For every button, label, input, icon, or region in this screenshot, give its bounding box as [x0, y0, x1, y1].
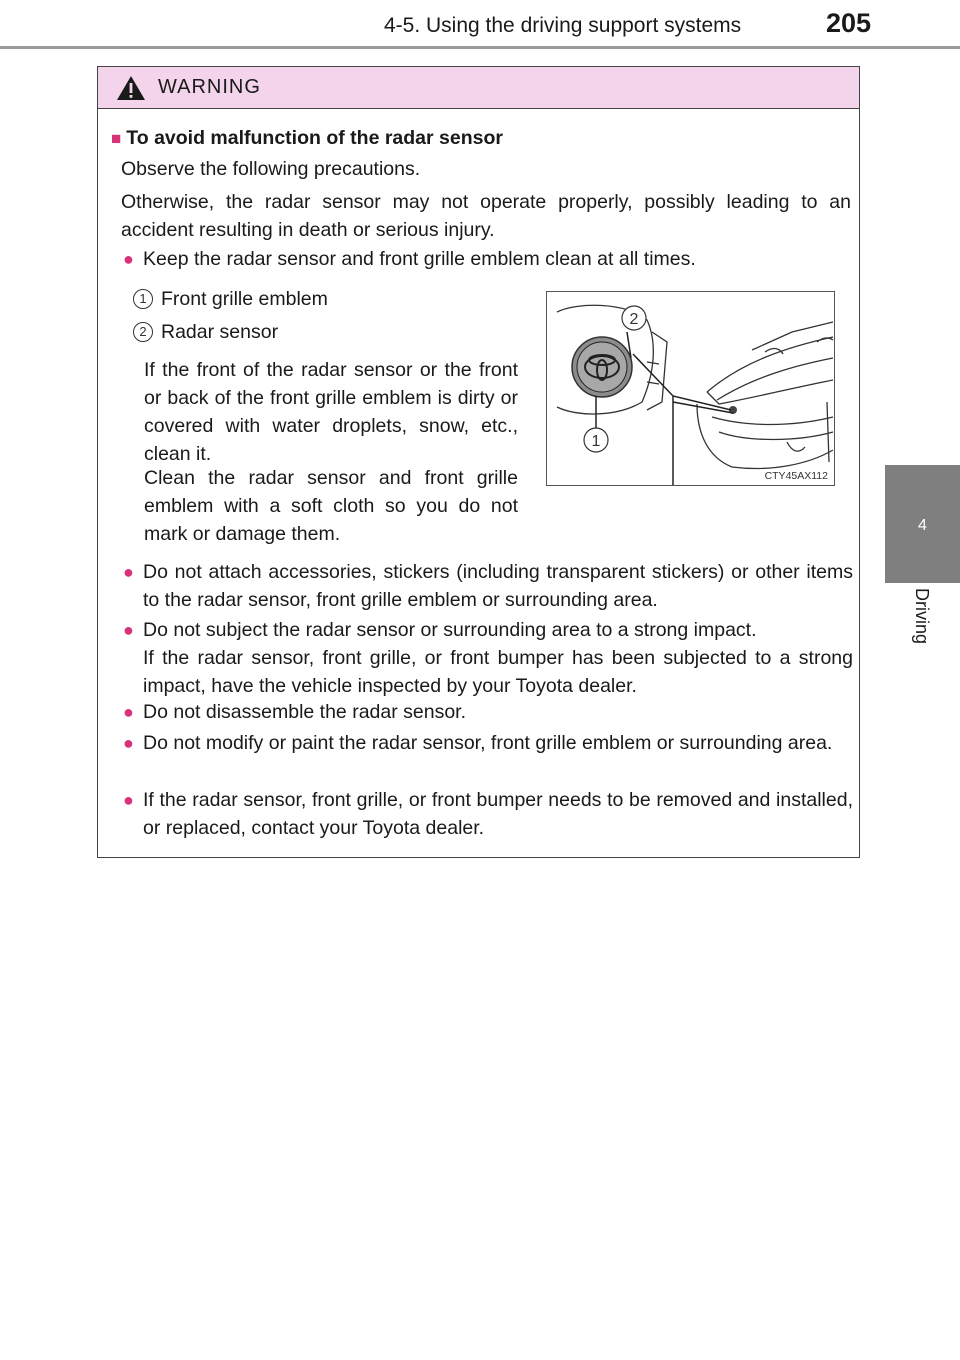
callout-marker-2: 2 — [133, 322, 153, 342]
bullet-no-paint: Do not modify or paint the radar sensor,… — [143, 732, 833, 754]
page-number: 205 — [826, 8, 872, 38]
circle-bullet-icon: ● — [123, 620, 134, 640]
bullet-no-accessories: Do not attach accessories, stickers (inc… — [143, 561, 853, 611]
warning-header: WARNING — [98, 67, 859, 109]
figure-note-clean: Clean the radar sensor and front grille … — [144, 467, 518, 545]
bullet-contact-dealer: If the radar sensor, front grille, or fr… — [143, 789, 853, 839]
car-front-illustration: 2 1 — [556, 304, 834, 485]
circle-bullet-icon: ● — [123, 702, 134, 722]
bullet-no-disassemble: Do not disassemble the radar sensor. — [143, 701, 467, 723]
chapter-tab: 4 — [885, 465, 960, 583]
circle-bullet-icon: ● — [123, 733, 134, 753]
figure-marker-1: 1 — [592, 433, 601, 450]
figure-marker-2: 2 — [630, 311, 639, 328]
header-divider — [0, 46, 960, 49]
bullet-no-impact: Do not subject the radar sensor or surro… — [143, 619, 757, 641]
circle-bullet-icon: ● — [123, 562, 134, 582]
bullet-impact-detail: If the radar sensor, front grille, or fr… — [143, 647, 853, 697]
callout-label-1: Front grille emblem — [161, 288, 328, 310]
warning-heading: ■To avoid malfunction of the radar senso… — [111, 124, 503, 153]
bullet-keep-clean: Keep the radar sensor and front grille e… — [143, 248, 696, 270]
chapter-number: 4 — [918, 517, 927, 534]
radar-sensor-illustration: 2 1 CTY45AX112 — [546, 291, 835, 486]
callout-marker-1: 1 — [133, 289, 153, 309]
warning-heading-text: To avoid malfunction of the radar sensor — [126, 127, 503, 149]
square-bullet-icon: ■ — [111, 129, 122, 148]
warning-box: WARNING ■To avoid malfunction of the rad… — [97, 66, 860, 858]
intro-paragraph: Otherwise, the radar sensor may not oper… — [121, 191, 851, 241]
figure-note-dirty: If the front of the radar sensor or the … — [144, 359, 518, 465]
intro-line: Observe the following precautions. — [121, 158, 421, 180]
circle-bullet-icon: ● — [123, 249, 134, 269]
circle-bullet-icon: ● — [123, 790, 134, 810]
warning-label: WARNING — [158, 76, 261, 98]
callout-label-2: Radar sensor — [161, 321, 279, 343]
warning-triangle-icon — [117, 75, 145, 100]
section-title: 4-5. Using the driving support systems — [384, 14, 742, 37]
chapter-label: Driving — [912, 588, 932, 645]
figure-code: CTY45AX112 — [764, 470, 828, 482]
